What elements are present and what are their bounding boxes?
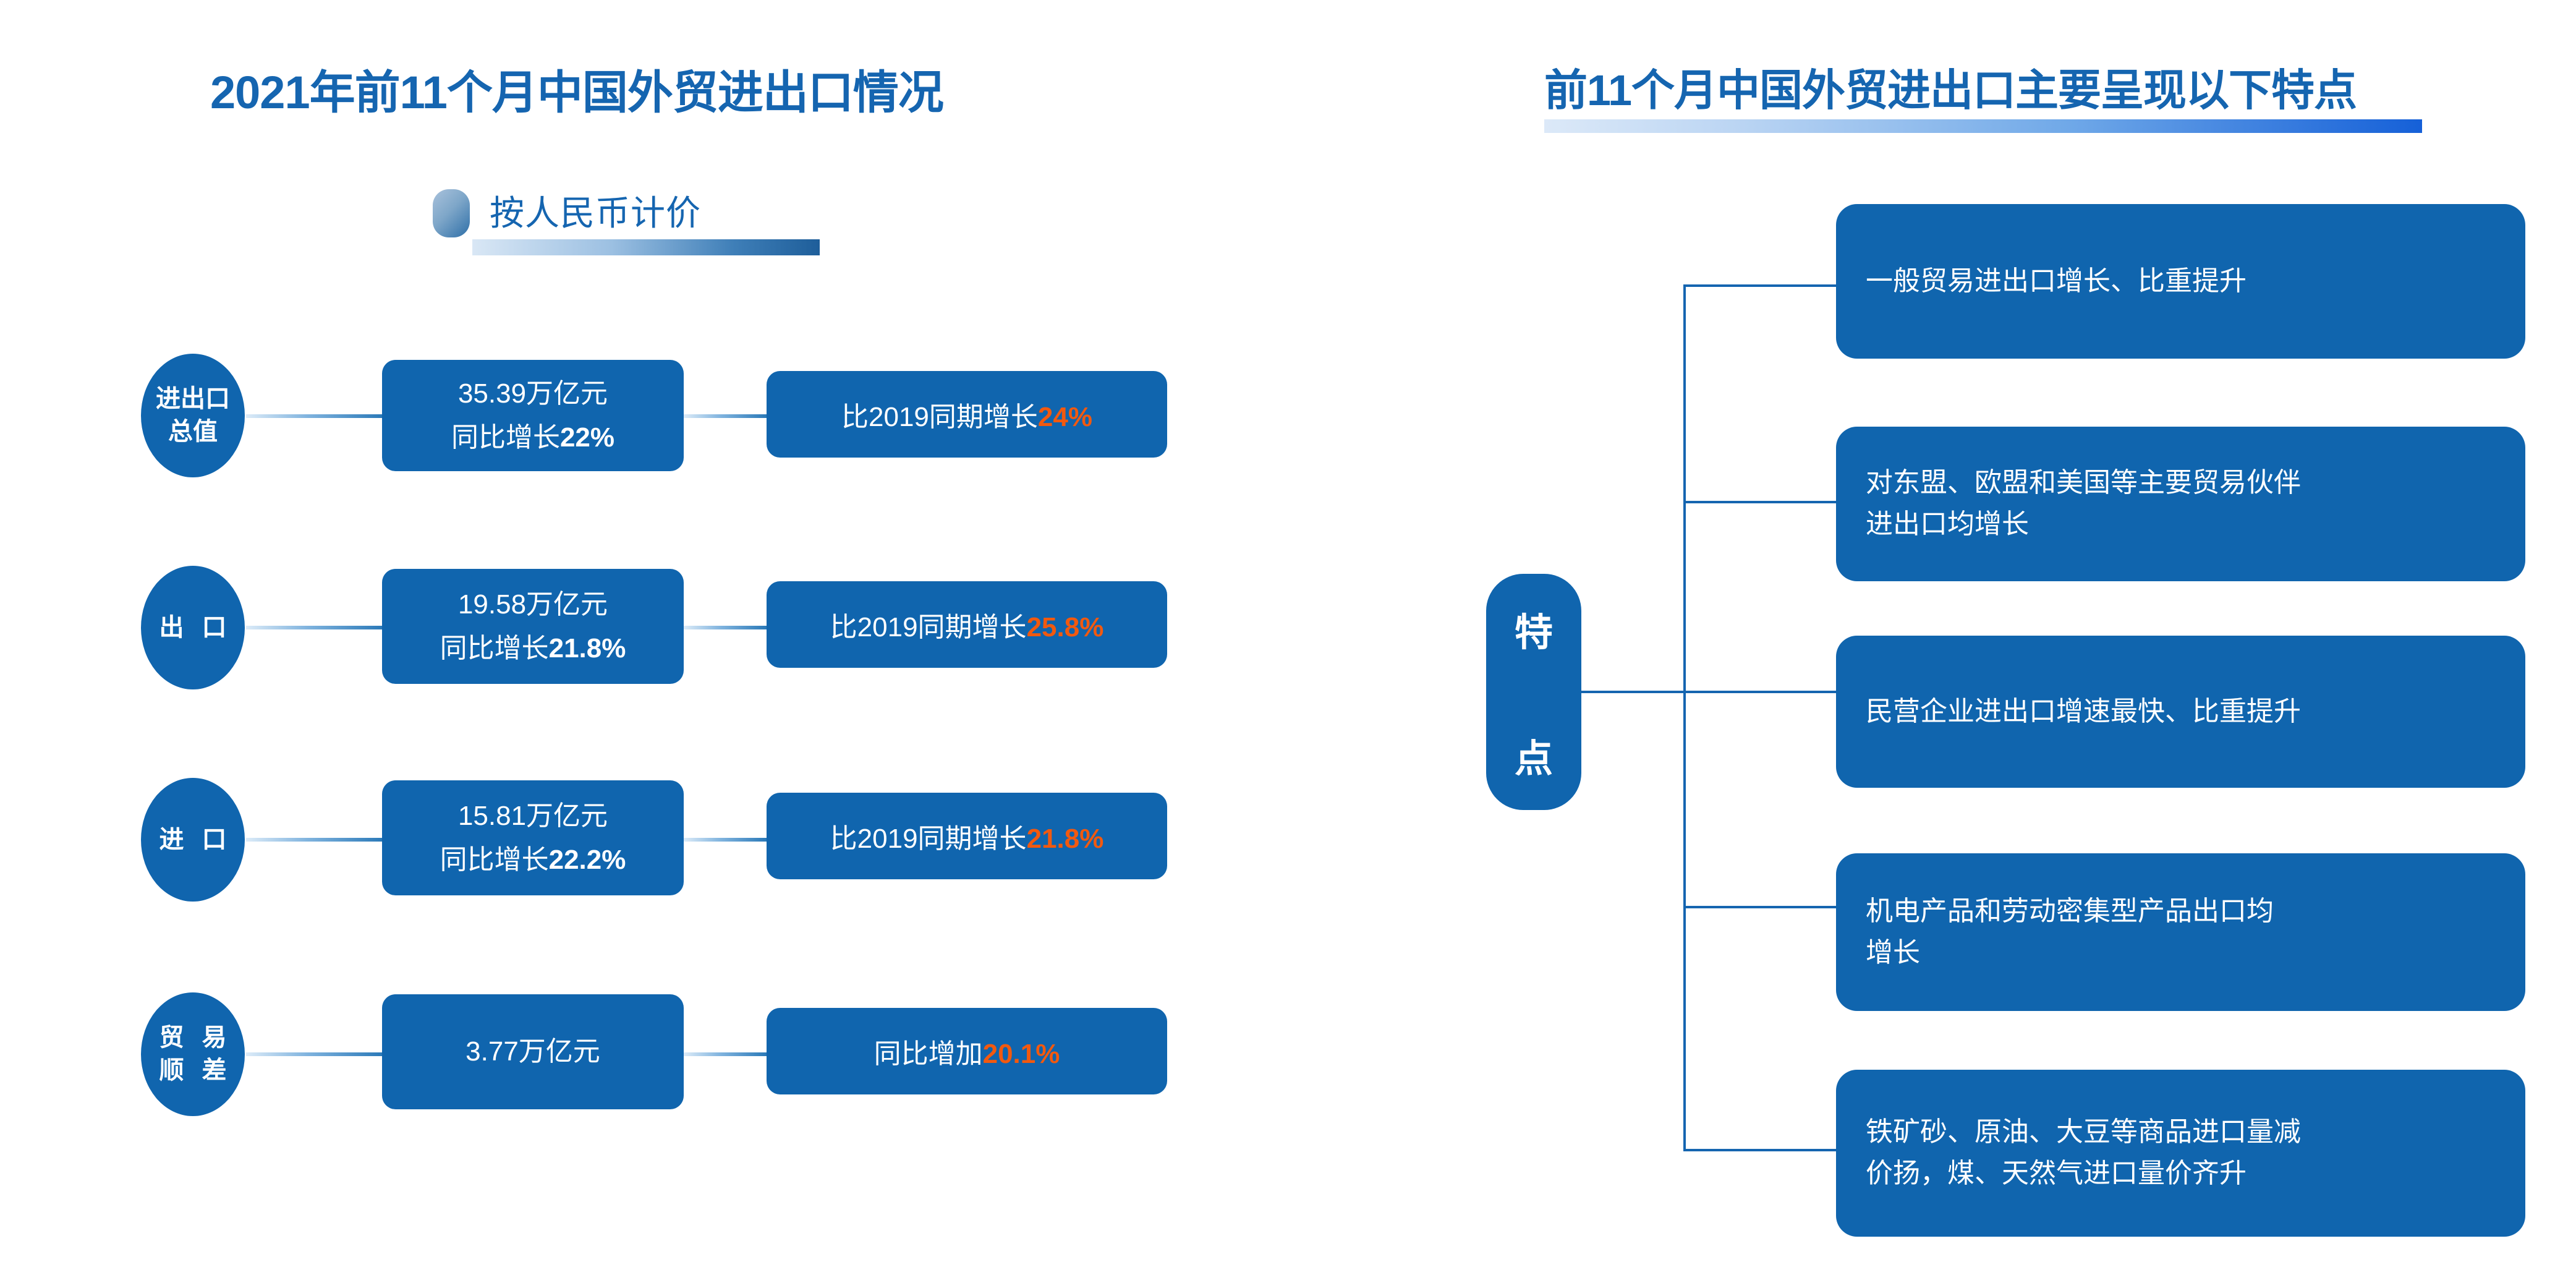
metric-compare-box-surplus[interactable]: 同比增加20.1% (767, 1008, 1167, 1094)
feature-line: 增长 (1866, 937, 1920, 968)
right-panel-title: 前11个月中国外贸进出口主要呈现以下特点 (1544, 66, 2357, 114)
metric-value-growth-2: 同比增长21.8% (440, 626, 626, 670)
metric-compare-text-1: 比2019同期增长24% (841, 395, 1092, 434)
connector-circle-to-value-1 (246, 414, 383, 418)
metric-value-amount-3: 15.81万亿元 (457, 800, 608, 831)
tree-stem-horizontal (1581, 691, 1685, 693)
connector-value-to-compare-2 (684, 626, 767, 629)
right-title-group: 前11个月中国外贸进出口主要呈现以下特点 (1544, 56, 2422, 133)
metric-compare-prefix-4: 同比增加 (874, 1039, 983, 1069)
metric-compare-box-total[interactable]: 比2019同期增长24% (767, 371, 1167, 458)
subtitle-group: 按人民币计价 (433, 186, 820, 255)
metric-growth-label-3: 同比增长 (440, 845, 549, 875)
tree-branch-1 (1683, 284, 1836, 287)
metric-compare-text-3: 比2019同期增长21.8% (830, 816, 1104, 856)
metric-growth-label-2: 同比增长 (440, 633, 549, 663)
subtitle-underline-bar (472, 239, 820, 255)
feature-line: 民营企业进出口增速最快、比重提升 (1866, 696, 2301, 727)
metric-compare-prefix-2: 比2019同期增长 (830, 612, 1027, 642)
feature-box-4[interactable]: 机电产品和劳动密集型产品出口均 增长 (1836, 853, 2525, 1011)
subtitle-text-column: 按人民币计价 (472, 186, 820, 255)
feature-box-3[interactable]: 民营企业进出口增速最快、比重提升 (1836, 636, 2525, 788)
metric-value-amount-4: 3.77万亿元 (465, 1036, 600, 1067)
metric-circle-import[interactable]: 进 口 (141, 778, 245, 902)
connector-value-to-compare-3 (684, 838, 767, 842)
feature-line: 铁矿砂、原油、大豆等商品进口量减 (1866, 1117, 2301, 1148)
metric-value-growth-1: 同比增长22% (451, 416, 614, 459)
feature-line: 一般贸易进出口增长、比重提升 (1866, 265, 2247, 296)
metric-circle-label-line-1: 出 口 (159, 613, 232, 641)
connector-circle-to-value-4 (246, 1052, 383, 1056)
metric-compare-value-3: 21.8% (1026, 824, 1104, 854)
connector-circle-to-value-3 (246, 838, 383, 842)
feature-line: 对东盟、欧盟和美国等主要贸易伙伴 (1866, 467, 2301, 498)
feature-box-2[interactable]: 对东盟、欧盟和美国等主要贸易伙伴 进出口均增长 (1836, 427, 2525, 581)
pill-marker-icon (433, 189, 470, 237)
right-title-underline-bar (1544, 119, 2422, 133)
left-panel-title: 2021年前11个月中国外贸进出口情况 (210, 67, 944, 118)
metric-compare-value-4: 20.1% (982, 1039, 1060, 1069)
metric-compare-text-2: 比2019同期增长25.8% (830, 605, 1104, 644)
metric-circle-label-line-1: 进出口 (156, 385, 230, 413)
feature-line: 价扬，煤、天然气进口量价齐升 (1866, 1158, 2247, 1188)
subtitle-label: 按人民币计价 (490, 194, 701, 232)
tree-branch-4 (1683, 906, 1836, 908)
metric-value-box-import[interactable]: 15.81万亿元 同比增长22.2% (382, 780, 684, 895)
metric-circle-label-line-2: 顺 差 (159, 1057, 232, 1084)
tree-branch-5 (1683, 1149, 1836, 1151)
connector-value-to-compare-1 (684, 414, 767, 418)
metric-compare-value-2: 25.8% (1026, 612, 1104, 642)
metric-value-box-total[interactable]: 35.39万亿元 同比增长22% (382, 360, 684, 471)
feature-line: 机电产品和劳动密集型产品出口均 (1866, 895, 2274, 926)
metric-value-amount-1: 35.39万亿元 (457, 378, 608, 409)
metric-value-amount-2: 19.58万亿元 (457, 589, 608, 620)
metric-value-box-export[interactable]: 19.58万亿元 同比增长21.8% (382, 569, 684, 684)
metric-compare-prefix-1: 比2019同期增长 (841, 402, 1038, 432)
metric-compare-prefix-3: 比2019同期增长 (830, 824, 1027, 854)
metric-growth-value-3: 22.2% (548, 845, 626, 875)
metric-circle-label-line-2: 总值 (168, 418, 218, 445)
tree-branch-3 (1683, 691, 1836, 693)
tree-branch-2 (1683, 501, 1836, 503)
feature-hub-node[interactable]: 特 点 (1486, 574, 1581, 810)
metric-circle-surplus[interactable]: 贸 易 顺 差 (141, 992, 245, 1116)
feature-line: 进出口均增长 (1866, 509, 2029, 539)
metric-compare-text-4: 同比增加20.1% (874, 1031, 1060, 1071)
metric-circle-label-line-1: 贸 易 (159, 1024, 232, 1052)
feature-box-1[interactable]: 一般贸易进出口增长、比重提升 (1836, 204, 2525, 359)
metric-compare-box-import[interactable]: 比2019同期增长21.8% (767, 793, 1167, 879)
metric-value-box-surplus[interactable]: 3.77万亿元 (382, 994, 684, 1109)
metric-growth-value-2: 21.8% (548, 633, 626, 663)
metric-compare-box-export[interactable]: 比2019同期增长25.8% (767, 581, 1167, 668)
metric-growth-value-1: 22% (559, 422, 615, 453)
hub-char-2: 点 (1514, 738, 1553, 780)
tree-spine-vertical (1683, 286, 1686, 1151)
connector-value-to-compare-4 (684, 1052, 767, 1056)
connector-circle-to-value-2 (246, 626, 383, 629)
metric-compare-value-1: 24% (1037, 402, 1092, 432)
metric-value-growth-3: 同比增长22.2% (440, 838, 626, 882)
hub-char-1: 特 (1514, 612, 1553, 654)
metric-circle-label-line-1: 进 口 (159, 825, 232, 853)
feature-box-5[interactable]: 铁矿砂、原油、大豆等商品进口量减 价扬，煤、天然气进口量价齐升 (1836, 1070, 2525, 1237)
metric-growth-label-1: 同比增长 (451, 422, 560, 453)
metric-circle-total[interactable]: 进出口 总值 (141, 354, 245, 477)
metric-circle-export[interactable]: 出 口 (141, 566, 245, 689)
